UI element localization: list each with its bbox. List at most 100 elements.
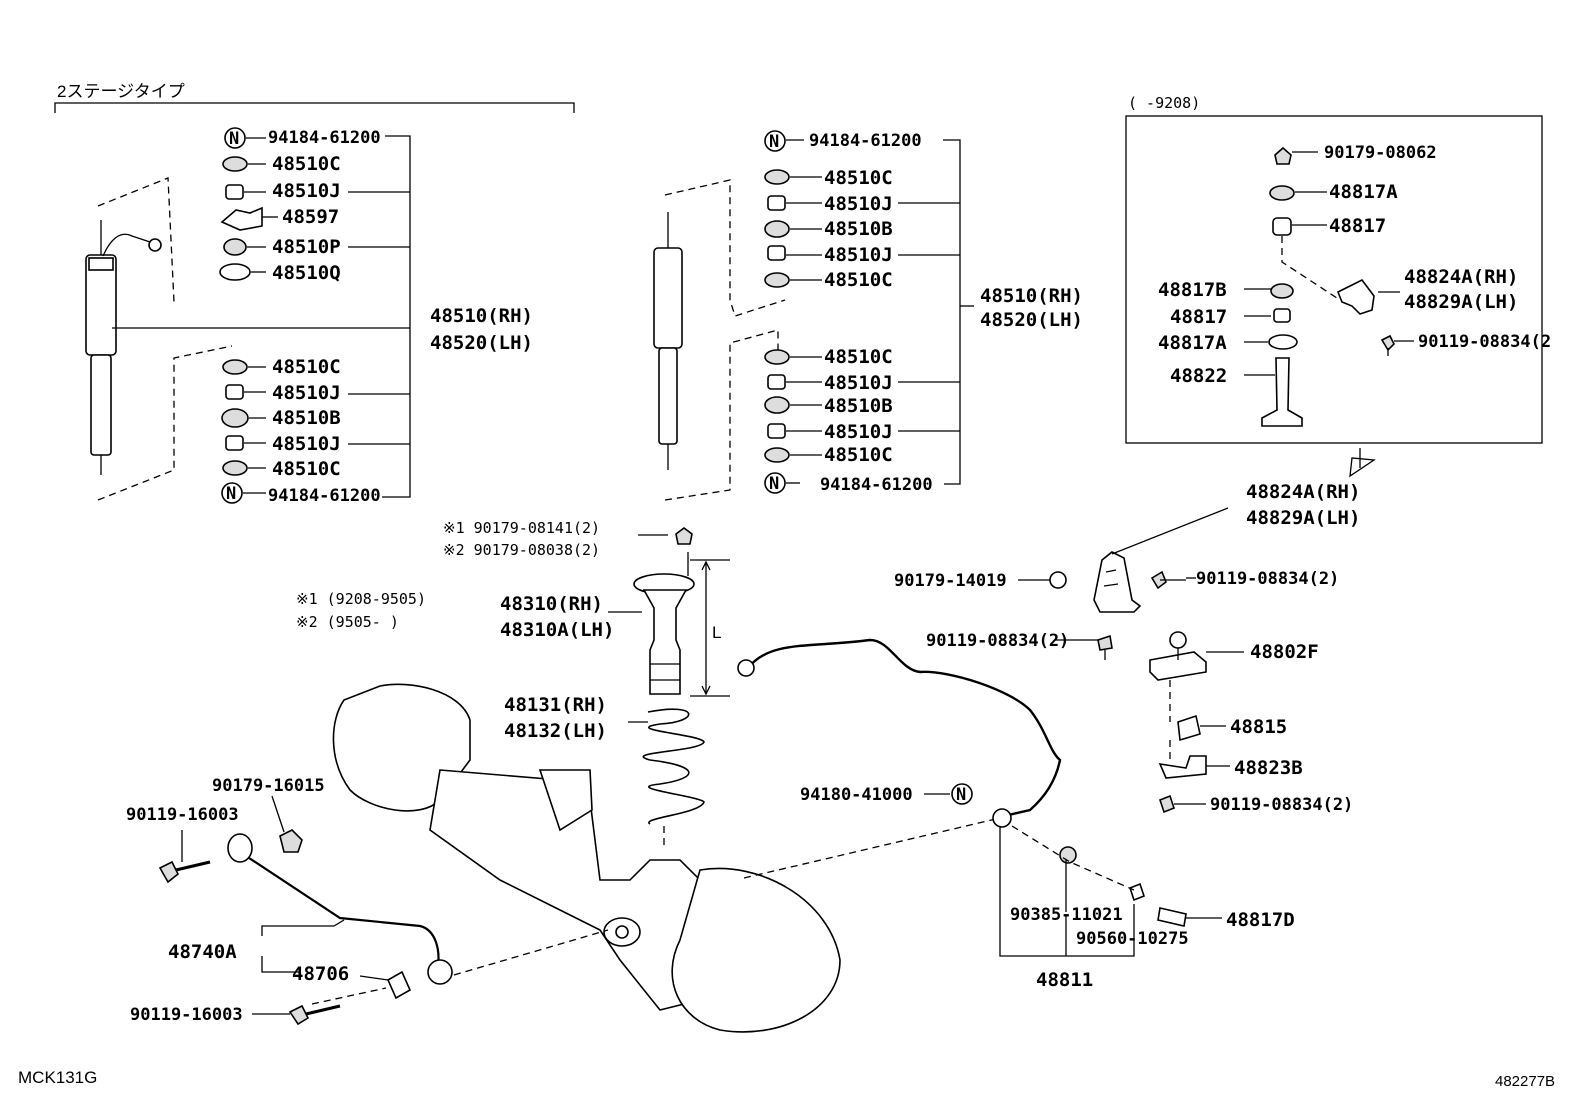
left-kit-leaders bbox=[243, 135, 411, 498]
part-label: 90119-08834(2) bbox=[1210, 795, 1353, 815]
bracket-48824A: 48824A(RH) 48829A(LH) bbox=[1093, 481, 1360, 613]
part-label: 48510C bbox=[272, 458, 341, 480]
coil-rh-label: 48131(RH) bbox=[504, 694, 607, 716]
mid-shock-absorber bbox=[653, 212, 683, 470]
part-label: 48510B bbox=[272, 407, 341, 429]
part-label: 90119-16003 bbox=[126, 805, 239, 825]
coil-lh-label: 48132(LH) bbox=[504, 720, 607, 742]
part-label: 48829A(LH) bbox=[1404, 291, 1518, 313]
part-label: 48824A(RH) bbox=[1404, 266, 1518, 288]
part-label: 48817D bbox=[1226, 909, 1295, 931]
bracket-rh-label: 48824A(RH) bbox=[1246, 481, 1360, 503]
bump-stopper: L bbox=[633, 552, 730, 697]
part-label: 48510J bbox=[824, 372, 893, 394]
part-label: 48510B bbox=[824, 218, 893, 240]
part-label: 94184-61200 bbox=[268, 486, 381, 506]
part-label: 48811 bbox=[1036, 969, 1093, 991]
stabilizer-labels: 90179-14019 90119-08834(2) 90119-08834(2… bbox=[894, 569, 1353, 991]
part-label: 48510C bbox=[824, 444, 893, 466]
part-label: 48510B bbox=[824, 395, 893, 417]
bumper-lh-label: 48310A(LH) bbox=[500, 619, 614, 641]
box-kit-labels: 90179-08062 48817A 48817 48817B 48817 48… bbox=[1158, 143, 1551, 387]
svg-text:N: N bbox=[226, 484, 236, 504]
part-label: 94184-61200 bbox=[809, 131, 922, 151]
left-kit-labels: 94184-61200 48510C 48510J 48597 48510P 4… bbox=[268, 128, 533, 506]
part-label: 48510J bbox=[824, 244, 893, 266]
part-label: 94180-41000 bbox=[800, 785, 913, 805]
part-label: 48822 bbox=[1170, 365, 1227, 387]
assy-lh-label: 48520(LH) bbox=[980, 309, 1083, 331]
nut-icon bbox=[675, 527, 693, 545]
diagram-code-right: 482277B bbox=[1495, 1073, 1555, 1090]
nut-code-1: ※1 90179-08141(2) bbox=[443, 519, 600, 537]
part-label: 48817A bbox=[1158, 332, 1227, 354]
part-label: 48510P bbox=[272, 236, 341, 258]
part-label: 90119-16003 bbox=[130, 1005, 243, 1025]
assy-rh-label: 48510(RH) bbox=[980, 285, 1083, 307]
svg-text:N: N bbox=[769, 474, 779, 494]
coil-spring bbox=[628, 708, 705, 825]
part-label: 48510J bbox=[272, 382, 341, 404]
stabilizer-leaders bbox=[999, 577, 1244, 957]
part-label: 48510J bbox=[272, 433, 341, 455]
part-label: 48510C bbox=[824, 346, 893, 368]
part-label: 48817A bbox=[1329, 181, 1398, 203]
box-kit-icons bbox=[1261, 146, 1395, 427]
part-label: 48510J bbox=[824, 193, 893, 215]
part-label: 90179-16015 bbox=[212, 776, 325, 796]
bracket-lh-label: 48829A(LH) bbox=[1246, 507, 1360, 529]
part-label: 48740A bbox=[168, 941, 237, 963]
part-label: 48510J bbox=[272, 180, 341, 202]
part-label: 94184-61200 bbox=[820, 475, 933, 495]
assy-rh-label: 48510(RH) bbox=[430, 305, 533, 327]
assy-lh-label: 48520(LH) bbox=[430, 332, 533, 354]
part-label: 48802F bbox=[1250, 641, 1319, 663]
n-nut-icon bbox=[951, 783, 973, 805]
footnote-1: ※1 (9208-9505) bbox=[296, 590, 426, 608]
part-label: 48706 bbox=[292, 963, 349, 985]
left-shock-absorber bbox=[85, 220, 162, 475]
length-dimension-label: L bbox=[712, 623, 721, 642]
part-label: 48510C bbox=[824, 269, 893, 291]
stabilizer-bar bbox=[737, 638, 1062, 828]
part-label: 94184-61200 bbox=[268, 128, 381, 148]
axle-housing bbox=[332, 683, 841, 1033]
footnote-2: ※2 (9505- ) bbox=[296, 613, 399, 631]
svg-text:N: N bbox=[769, 132, 779, 152]
part-label: 90560-10275 bbox=[1076, 929, 1189, 949]
svg-text:N: N bbox=[229, 129, 239, 149]
part-label: 48815 bbox=[1230, 716, 1287, 738]
year-range-label: ( -9208) bbox=[1128, 94, 1200, 112]
bumper-rh-label: 48310(RH) bbox=[500, 593, 603, 615]
part-label: 90119-08834(2) bbox=[1196, 569, 1339, 589]
part-label: 48510C bbox=[272, 356, 341, 378]
arrow-down-icon bbox=[1349, 448, 1376, 478]
part-label: 90385-11021 bbox=[1010, 905, 1123, 925]
inset-box bbox=[1125, 115, 1543, 444]
part-label: 48817 bbox=[1329, 215, 1386, 237]
part-label: 48597 bbox=[282, 206, 339, 228]
lateral-rod-labels: 90179-16015 90119-16003 48740A 48706 901… bbox=[126, 776, 349, 1025]
lateral-rod-leaders bbox=[181, 795, 389, 1015]
part-label: 48510J bbox=[824, 421, 893, 443]
part-label: 90179-08062 bbox=[1324, 143, 1437, 163]
nut-code-2: ※2 90179-08038(2) bbox=[443, 541, 600, 559]
part-label: 48823B bbox=[1234, 757, 1303, 779]
part-label: 90119-08834(2 bbox=[1418, 332, 1551, 352]
box-kit-leaders bbox=[1244, 151, 1414, 376]
stabilizer-hardware-icons bbox=[1049, 570, 1207, 927]
part-label: 48510Q bbox=[272, 262, 341, 284]
part-label: 90119-08834(2) bbox=[926, 631, 1069, 651]
part-label: 48510C bbox=[824, 167, 893, 189]
left-kit-icons: N N bbox=[219, 127, 263, 504]
stage-type-label: 2ステージタイプ bbox=[57, 82, 185, 101]
part-label: 48817B bbox=[1158, 279, 1227, 301]
diagram-code-left: MCK131G bbox=[18, 1068, 97, 1087]
mid-kit-icons: N N bbox=[764, 130, 790, 494]
mid-kit-labels: 94184-61200 48510C 48510J 48510B 48510J … bbox=[809, 131, 1083, 495]
part-label: 90179-14019 bbox=[894, 571, 1007, 591]
lateral-rod bbox=[158, 829, 453, 1026]
svg-text:N: N bbox=[956, 785, 966, 805]
mid-kit-leaders bbox=[786, 139, 974, 485]
